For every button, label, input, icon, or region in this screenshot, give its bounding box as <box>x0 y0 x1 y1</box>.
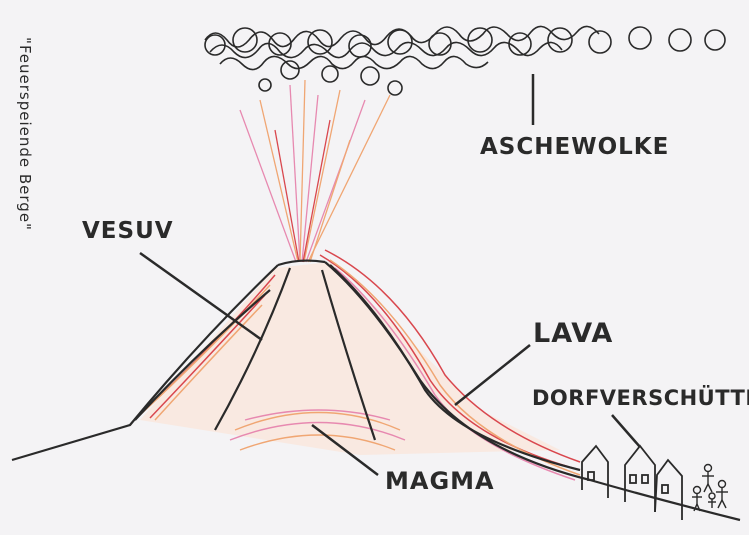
volcano-fill <box>140 262 560 455</box>
ash-cloud <box>205 26 725 95</box>
villagers <box>692 465 728 512</box>
drawing-title: "Feuerspeiende Berge" <box>16 24 34 244</box>
ash-cloud-label: ASCHEWOLKE <box>480 134 669 160</box>
village-pointer <box>612 415 640 447</box>
volcano-pointer <box>140 253 262 340</box>
magma-label: MAGMA <box>385 467 495 495</box>
volcano-label: VESUV <box>82 218 174 244</box>
lava-label: LAVA <box>533 318 613 349</box>
lava-pointer <box>455 345 530 405</box>
village-label: DORFVERSCHÜTTET <box>532 386 749 410</box>
eruption-plume <box>240 80 390 262</box>
